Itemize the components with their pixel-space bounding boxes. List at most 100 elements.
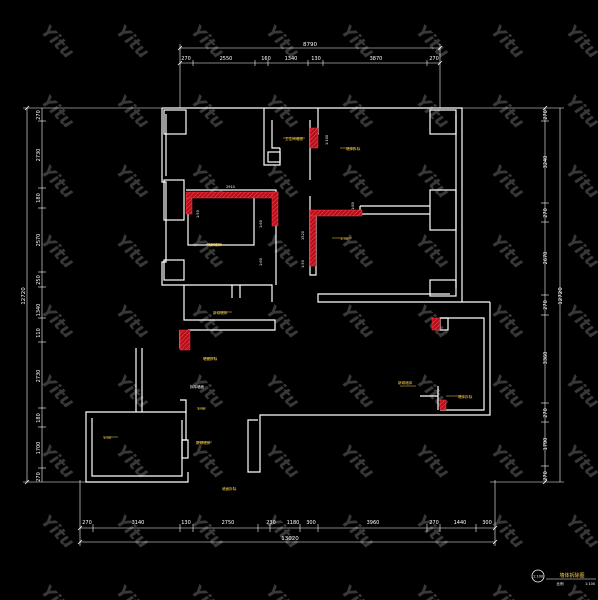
watermark-text: Yitu [486,91,527,132]
watermark-text: Yitu [411,441,452,482]
annotation-label: 1:00 [103,436,112,440]
left-total: 12720 [21,287,27,305]
left-dim: 1700 [36,442,42,455]
left-dim: 270 [36,472,42,482]
annotation-label: 1:60 [259,258,263,266]
top-dim: 270 [181,56,191,62]
watermark-text: Yitu [561,231,598,272]
annotation-label: 卫生间墙面 [285,136,303,141]
watermark-text: Yitu [261,581,302,600]
watermark-text: Yitu [186,231,227,272]
top-dim: 130 [311,56,321,62]
bottom-dim: 1180 [287,520,300,526]
annotation-label: 新砌墙体 [196,440,211,445]
right-dim: 3360 [543,352,549,365]
left-dim: 2570 [36,234,42,247]
annotation-label: 1520 [301,231,305,240]
watermark-text: Yitu [486,21,527,62]
watermark-text: Yitu [111,511,152,552]
title-circle-icon [531,569,545,583]
watermark-text: Yitu [411,91,452,132]
annotation-label: 1:50 [196,210,200,218]
bottom-dim: 130 [181,520,191,526]
left-dim: 180 [36,193,42,203]
left-dim: 180 [36,413,42,423]
watermark-text: Yitu [561,511,598,552]
bottom-dim: 270 [429,520,439,526]
watermark-text: Yitu [186,301,227,342]
watermark-text: Yitu [186,441,227,482]
right-dim: 270 [543,408,549,418]
watermark-text: Yitu [36,301,77,342]
watermark-text: Yitu [111,21,152,62]
watermark-text: Yitu [36,441,77,482]
watermark-text: Yitu [561,91,598,132]
watermark-text: Yitu [411,581,452,600]
annotation-label: 新砌墙体 [398,380,413,385]
annotation-label: 1:50 [340,237,349,241]
watermark-text: Yitu [336,91,377,132]
right-dim: 270 [543,471,549,481]
watermark-text: Yitu [561,161,598,202]
annotation-label: 墙面拆除 [203,356,218,361]
watermark-text: Yitu [486,441,527,482]
top-dimensions: 8790 270 2550 160 1340 130 3870 270 [181,42,439,62]
annotation-label: 新砌墙体 [213,310,228,315]
bottom-dim: 230 [266,520,276,526]
bottom-total: 13020 [281,536,299,542]
top-dim: 3870 [370,56,383,62]
watermark-text: Yitu [411,231,452,272]
left-dim: 250 [36,275,42,285]
watermark-text: Yitu [336,301,377,342]
watermark-text: Yitu [261,371,302,412]
top-dim: 160 [261,56,271,62]
watermark-text: Yitu [336,581,377,600]
annotation-label: 墙面拆除 [222,486,237,491]
annotation-label: 拆除墙面 [190,384,204,389]
right-total: 12720 [558,287,564,305]
annotation-label: 1:00 [197,407,206,411]
walls [85,107,491,483]
top-dim: 1340 [285,56,298,62]
watermark-text: Yitu [36,231,77,272]
watermark-text: Yitu [36,91,77,132]
watermark-text: Yitu [561,371,598,412]
watermark-text: Yitu [36,371,77,412]
watermark-text: Yitu [261,91,302,132]
watermark-text: Yitu [486,231,527,272]
watermark-text: Yitu [411,161,452,202]
left-dim: 270 [36,110,42,120]
right-dim: 1790 [543,438,549,451]
annotation-label: 1:50 [301,260,305,268]
watermark-text: Yitu [336,161,377,202]
watermark-text: Yitu [111,231,152,272]
drawing-title: 墙体拆除图 [559,572,584,579]
watermark-text: Yitu [261,301,302,342]
annotation-label: 1:60 [259,220,263,228]
left-dim: 2730 [36,149,42,162]
annotation-label: 墙体拆除 [458,394,473,399]
watermark-text: Yitu [411,511,452,552]
watermark-text: Yitu [486,371,527,412]
watermark-text: Yitu [186,91,227,132]
bottom-dim: 300 [306,520,316,526]
annotation-label: 拆除墙体 [207,242,222,247]
watermark-text: Yitu [111,581,152,600]
scale-label: 比例 [557,581,565,586]
left-dimensions: 270 2730 180 2570 250 1340 110 2730 180 … [21,110,42,482]
left-dim: 110 [36,328,42,338]
watermark-text: Yitu [561,21,598,62]
top-total: 8790 [303,42,317,48]
watermark-text: Yitu [336,371,377,412]
watermark-text: Yitu [561,301,598,342]
watermark-text: Yitu [486,581,527,600]
watermark-text: Yitu [36,581,77,600]
watermark-text: Yitu [111,371,152,412]
annotation-label: 墙体拆除 [346,146,361,151]
watermark-text: Yitu [486,511,527,552]
scale-value: 1:100 [585,582,595,586]
title-block: 1:100 墙体拆除图 比例 1:100 [531,569,596,586]
watermark-text: Yitu [36,161,77,202]
watermark-text: Yitu [336,511,377,552]
watermark-text: Yitu [186,511,227,552]
